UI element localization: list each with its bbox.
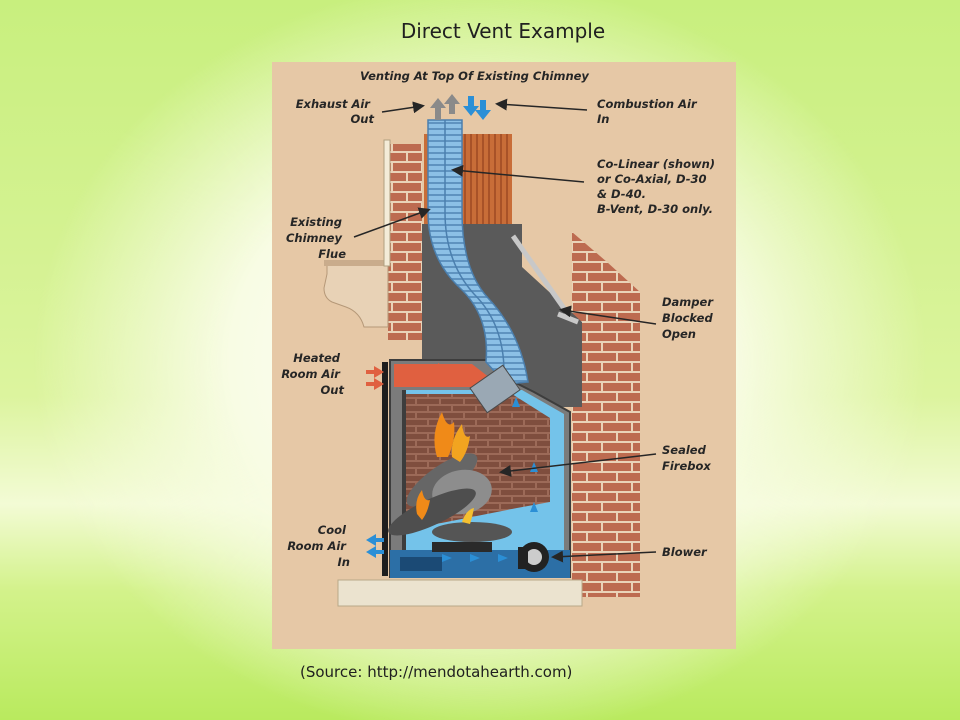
blower-unit	[518, 542, 549, 572]
slide-title: Direct Vent Example	[400, 19, 606, 43]
flames	[416, 412, 474, 524]
diagram-heading: Venting At Top Of Existing Chimney	[360, 69, 589, 83]
source-credit: (Source: http://mendotahearth.com)	[300, 663, 573, 681]
damper-rod	[510, 234, 571, 316]
cool-air-arrows	[366, 397, 538, 562]
label-co-linear-vent: Co-Linear (shown) or Co-Axial, D-30 & D-…	[597, 157, 719, 216]
brick-left-column	[388, 144, 422, 329]
combustion-arrows	[463, 96, 491, 120]
label-combustion-air-in: Combustion Air In	[597, 97, 701, 126]
label-existing-chimney-flue: Existing Chimney Flue	[286, 215, 346, 261]
label-blower: Blower	[662, 545, 708, 559]
mantel	[323, 261, 389, 328]
hearth-base	[337, 579, 583, 607]
heated-air-arrows	[366, 363, 472, 390]
fireplace-diagram: Venting At Top Of Existing Chimney Exhau…	[272, 62, 736, 649]
brick-chimney	[388, 144, 640, 597]
label-cool-room-air-in: Cool Room Air In	[287, 523, 350, 569]
label-sealed-firebox: Sealed Firebox	[662, 443, 711, 473]
label-damper-blocked-open: Damper Blocked Open	[662, 295, 717, 341]
label-exhaust-air-out: Exhaust Air Out	[296, 97, 375, 126]
gas-logs	[388, 453, 512, 542]
label-heated-room-air-out: Heated Room Air Out	[281, 351, 344, 397]
exhaust-arrows	[430, 94, 460, 120]
vent-pipe	[427, 119, 529, 385]
